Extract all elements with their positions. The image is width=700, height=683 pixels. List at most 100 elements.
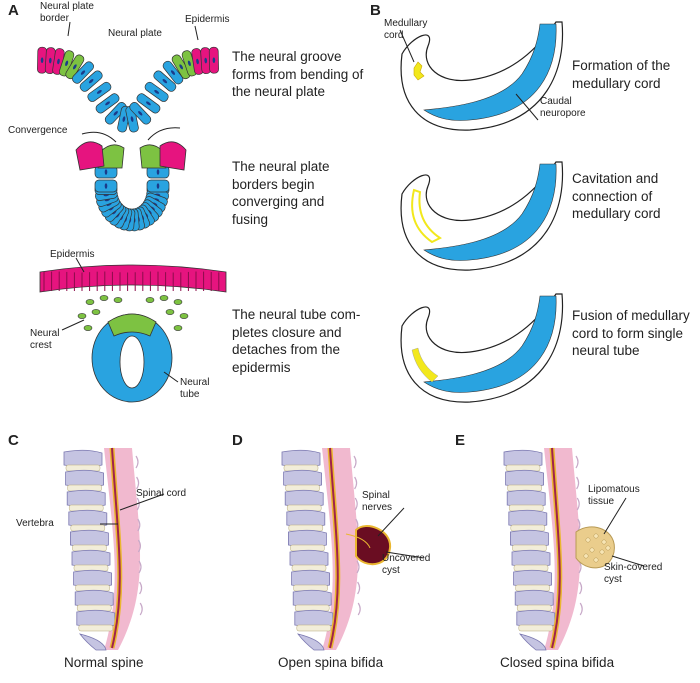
vertebra-body — [73, 569, 112, 588]
pointer-epidermis-sheet — [75, 257, 85, 273]
panel-b-letter: B — [370, 2, 381, 19]
vertebra-body — [288, 529, 327, 548]
vertebral-arch — [576, 497, 580, 511]
sacrum — [297, 633, 325, 651]
medullary-cord-formation-diagram — [399, 21, 564, 131]
label-skin-covered-cyst: Skin-covered cyst — [604, 562, 663, 585]
fold-cell — [94, 179, 118, 193]
pointer-medullary-cord — [399, 29, 415, 63]
neural-crest-cell — [173, 325, 183, 331]
step-a1-text: The neural groove forms from bending of … — [232, 49, 364, 100]
label-medullary-cord: Medullary cord — [384, 18, 428, 41]
vertebra-body — [503, 449, 543, 468]
groove-cell — [104, 102, 127, 125]
convergence-arrow-left — [81, 131, 117, 143]
vertebra-body — [289, 549, 329, 568]
groove-cell — [136, 93, 161, 114]
step-b1-text: Formation of the medullary cord — [572, 58, 671, 91]
groove-cell — [87, 81, 112, 102]
label-neural-tube: Neural tube — [180, 377, 210, 400]
vertebra-body — [70, 529, 109, 548]
uncovered-cyst — [355, 525, 392, 566]
label-spinal-nerves: Spinal nerves — [362, 490, 393, 513]
vertebral-arch — [356, 560, 360, 574]
neural-groove-diagram — [37, 21, 219, 133]
vertebra-body — [510, 529, 549, 548]
lipoma-lobule — [583, 553, 589, 559]
pointer-neural-tube — [163, 371, 179, 383]
vertebra-body — [284, 489, 324, 508]
vertebra-body — [281, 449, 321, 468]
pointer-spinal-nerves — [377, 507, 405, 537]
vertebral-arch — [576, 476, 580, 490]
closed-tube-diagram — [39, 257, 227, 403]
spinal-cord — [551, 447, 561, 649]
label-epidermis-top: Epidermis — [185, 14, 230, 25]
panel-e-letter: E — [455, 432, 466, 449]
lipoma-lobule — [601, 539, 607, 545]
converging-folds-diagram — [75, 127, 187, 232]
pointer-uncovered-cyst — [385, 551, 425, 559]
groove-cell — [95, 93, 120, 114]
pointer-caudal-neuropore — [515, 93, 539, 121]
neural-crest-cell — [179, 313, 189, 319]
medullary-cord-fusion-diagram — [400, 293, 564, 403]
label-convergence: Convergence — [8, 125, 68, 136]
intervertebral-disc — [78, 624, 114, 632]
lipoma-lobule — [589, 547, 595, 553]
step-b2-text: Cavitation and connection of medullary c… — [572, 171, 661, 222]
vertebra-body — [65, 469, 104, 488]
fold-cell — [146, 179, 170, 193]
panel-d-letter: D — [232, 432, 243, 449]
medullary-cord — [413, 61, 425, 81]
groove-cell — [72, 61, 94, 84]
vertebra-body — [514, 589, 554, 608]
neural-crest-cell — [173, 299, 183, 305]
left-border-cells — [97, 144, 125, 169]
left-epidermis-cells — [75, 141, 105, 171]
vertebra-body — [74, 589, 114, 608]
neural-crest-cell — [85, 299, 95, 305]
groove-cell — [65, 54, 85, 80]
panel-a-letter: A — [8, 2, 19, 19]
neural-crest-cell — [83, 325, 93, 331]
label-neural-plate-border: Neural plate border — [40, 1, 94, 24]
spinal-canal — [322, 448, 359, 650]
neural-crest-cell — [165, 309, 175, 315]
spinal-nerve — [345, 533, 371, 549]
pointer-epidermis — [194, 25, 199, 41]
vertebral-arch — [138, 560, 142, 574]
groove-cell — [129, 102, 152, 125]
groove-cell — [79, 70, 103, 92]
vertebral-arch — [575, 455, 579, 469]
label-lipomatous-tissue: Lipomatous tissue — [588, 484, 640, 507]
vertebra-body — [66, 489, 106, 508]
vertebra-body — [505, 469, 544, 488]
sacrum — [79, 633, 107, 651]
vertebra-body — [63, 449, 103, 468]
intervertebral-disc — [296, 624, 332, 632]
medullary-cord-cavitation-diagram — [400, 161, 564, 271]
label-vertebra: Vertebra — [16, 518, 54, 529]
vertebral-arch — [354, 476, 358, 490]
lipoma-lobule — [585, 537, 591, 543]
groove-cell — [162, 60, 184, 85]
vertebra-body — [508, 509, 548, 528]
panel-c-letter: C — [8, 432, 19, 449]
vertebra-body — [513, 569, 552, 588]
spinal-canal — [104, 448, 141, 650]
open-spina-bifida-diagram — [281, 447, 425, 651]
step-a2-text: The neural plate borders begin convergin… — [232, 159, 330, 227]
vertebral-arch — [136, 497, 140, 511]
vertebral-arch — [136, 476, 140, 490]
vertebra-body — [292, 589, 332, 608]
caption-closed-spina-bifida: Closed spina bifida — [500, 655, 615, 670]
normal-spine-diagram — [63, 447, 165, 651]
vertebral-arch — [135, 455, 139, 469]
neural-crest-cell — [99, 295, 109, 301]
vertebra-body — [291, 569, 330, 588]
vertebral-arch — [353, 455, 357, 469]
label-epidermis-bottom: Epidermis — [50, 249, 95, 260]
vertebra-body — [511, 549, 551, 568]
